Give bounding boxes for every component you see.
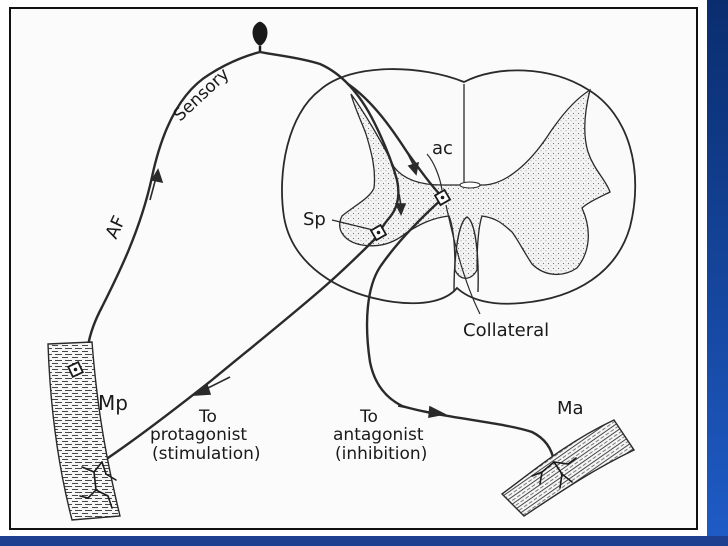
label-sp: Sp <box>303 209 326 230</box>
muscle-antagonist <box>500 419 636 517</box>
muscle-antagonist-body <box>500 419 636 517</box>
motor-endplates-antagonist <box>531 457 577 489</box>
label-to-antagonist-line1: To <box>359 407 378 427</box>
motor-fiber-antagonist <box>365 196 556 464</box>
leader-ac <box>426 153 443 191</box>
spinal-cord-section <box>281 68 637 305</box>
afferent-collateral-branch <box>346 82 445 200</box>
interneuron-to-antagonist <box>365 196 556 464</box>
slide-bottom-band <box>0 536 728 546</box>
label-to-protagonist-line2: protagonist <box>150 425 247 445</box>
label-to-protagonist-line3: (stimulation) <box>152 444 261 464</box>
central-arrowhead-2 <box>394 203 407 216</box>
reflex-arc-diagram: Sensory AF ac Sp Collateral Mp Ma To pro… <box>47 21 637 521</box>
afferent-peripheral-branch <box>77 50 262 371</box>
synapses <box>369 188 452 242</box>
label-to-antagonist-line2: antagonist <box>333 425 424 445</box>
label-to-antagonist-line3: (inhibition) <box>335 444 427 464</box>
motor-fiber-protagonist <box>100 232 382 464</box>
motor-axon-protagonist <box>100 232 382 464</box>
synapse-ac-dot <box>440 195 445 200</box>
label-sensory: Sensory <box>170 64 234 125</box>
label-ma: Ma <box>557 398 584 419</box>
label-af: AF <box>101 213 130 242</box>
central-arrow-1 <box>406 151 415 167</box>
ganglion-cell-body <box>252 21 268 46</box>
central-canal <box>459 181 481 189</box>
label-mp: Mp <box>98 391 128 415</box>
leader-lines <box>331 153 481 315</box>
anterior-median-fissure <box>453 216 479 293</box>
leader-collateral <box>445 204 481 315</box>
sensory-afferent-fiber <box>77 50 445 371</box>
central-arrowhead-1 <box>407 161 420 176</box>
grey-matter-butterfly <box>339 88 611 279</box>
synapse-sp-dot <box>376 230 381 235</box>
leader-sp <box>331 219 374 231</box>
label-collateral: Collateral <box>463 320 549 341</box>
muscle-protagonist <box>47 341 121 521</box>
motor-endplates-protagonist <box>79 461 117 509</box>
dorsal-root-ganglion <box>252 21 268 52</box>
af-arrowhead <box>150 168 164 184</box>
muscle-spindle-dot <box>73 367 78 372</box>
label-ac: ac <box>432 138 453 159</box>
label-to-protagonist-line1: To <box>198 407 217 427</box>
muscle-protagonist-body <box>47 341 121 521</box>
slide-side-band <box>707 0 728 546</box>
afferent-central-branch <box>258 50 400 236</box>
figure-frame: Sensory AF ac Sp Collateral Mp Ma To pro… <box>9 7 698 530</box>
